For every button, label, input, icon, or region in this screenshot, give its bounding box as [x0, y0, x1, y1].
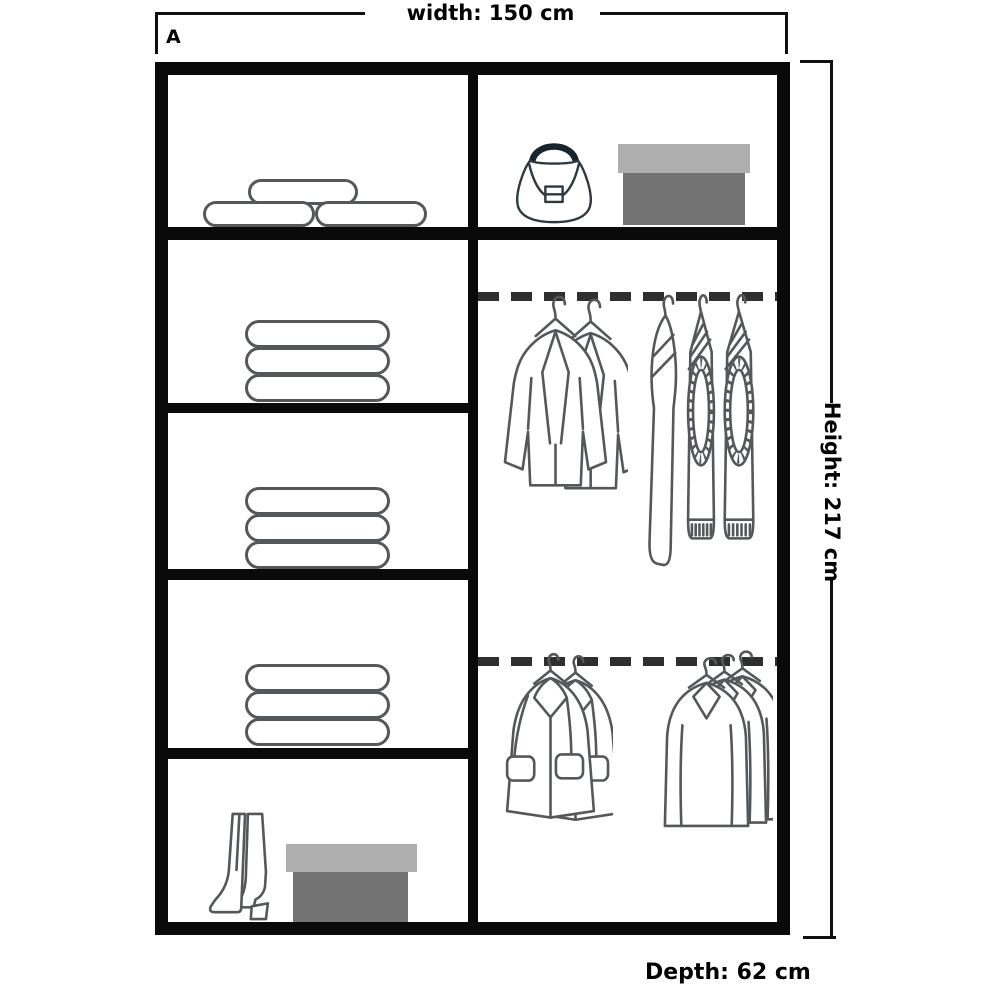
upper-hanging-rail — [478, 292, 777, 301]
left-shelf-board-4 — [168, 748, 468, 759]
rolled-duvet-icon — [203, 201, 315, 227]
folded-clothes-icon — [245, 320, 390, 348]
width-bracket-tick-right — [785, 12, 788, 54]
folded-clothes-icon — [245, 347, 390, 375]
shoe-box-body — [293, 872, 408, 922]
lower-hanging-rail — [478, 657, 777, 666]
hanging-trousers-icon — [718, 293, 760, 557]
rolled-duvet-icon — [315, 201, 427, 227]
handbag-icon — [506, 129, 602, 225]
top-shelf-board — [168, 227, 777, 240]
storage-box-lid — [618, 144, 750, 173]
folded-clothes-icon — [245, 541, 390, 569]
width-bracket-tick-left — [155, 12, 158, 54]
storage-box-body — [623, 173, 745, 225]
depth-dimension-label: Depth: 62 cm — [645, 960, 811, 985]
height-dimension-label: Height: 217 cm — [820, 401, 844, 583]
wardrobe-frame — [155, 62, 790, 935]
wardrobe-interior — [168, 75, 777, 922]
height-bracket-tick-top — [800, 60, 833, 63]
boots-icon — [208, 811, 284, 923]
hanging-jackets-icon — [483, 294, 628, 494]
center-vertical-divider — [468, 75, 478, 922]
hanging-shirts-icon — [640, 650, 773, 833]
folded-clothes-icon — [245, 664, 390, 692]
folded-clothes-icon — [245, 718, 390, 746]
height-bracket-line-lower — [830, 578, 833, 938]
folded-clothes-icon — [245, 487, 390, 515]
shoe-box-lid — [286, 844, 417, 872]
hanging-trousers-icon — [682, 293, 720, 557]
width-dimension-label: width: 150 cm — [406, 1, 575, 25]
hanging-coats-icon — [488, 652, 613, 835]
section-label-a: A — [166, 26, 181, 48]
folded-clothes-icon — [245, 514, 390, 542]
width-bracket-line-left — [155, 12, 365, 15]
height-bracket-tick-bottom — [803, 936, 836, 939]
width-bracket-line-right — [600, 12, 788, 15]
left-shelf-board-2 — [168, 403, 468, 413]
hanging-trousers-icon — [646, 293, 685, 580]
left-shelf-board-3 — [168, 569, 468, 580]
folded-clothes-icon — [245, 374, 390, 402]
height-bracket-line-upper — [830, 60, 833, 403]
folded-clothes-icon — [245, 691, 390, 719]
